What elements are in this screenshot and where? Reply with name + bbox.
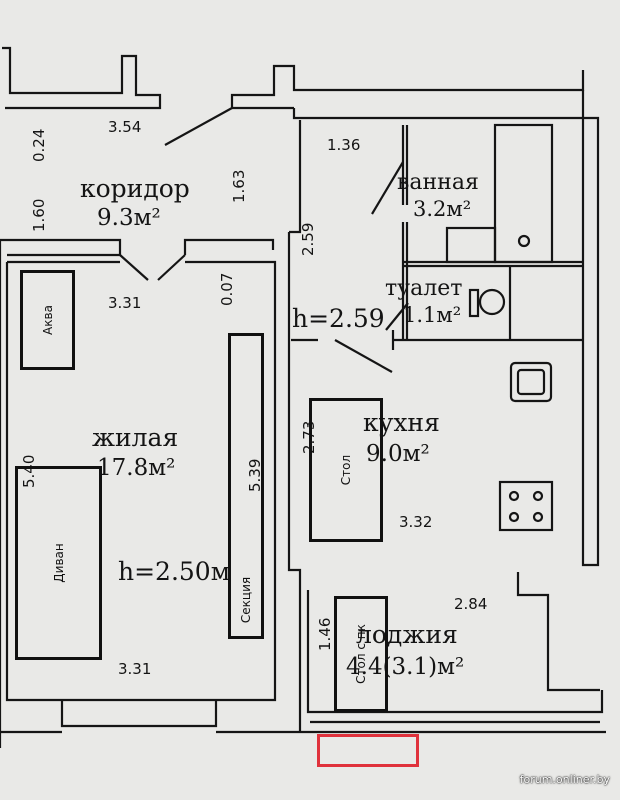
- dimension-2-59: 2.59: [299, 222, 317, 256]
- room-area-corridor: 9.3м²: [97, 205, 161, 231]
- dimension-3-31-bottom: 3.31: [118, 660, 152, 678]
- dimension-1-60: 1.60: [30, 198, 48, 232]
- room-name-living: жилая: [92, 423, 179, 452]
- room-area-living: 17.8м²: [97, 455, 176, 481]
- furniture-table-label: Стол: [339, 454, 353, 486]
- dimension-3-54: 3.54: [108, 118, 142, 136]
- watermark: forum.onliner.by: [519, 773, 610, 786]
- highlight-box: [317, 734, 419, 767]
- dimension-1-36: 1.36: [327, 136, 361, 154]
- dimension-3-32: 3.32: [399, 513, 433, 531]
- ceiling-height-living: h=2.50м: [118, 557, 231, 586]
- furniture-sofa: Диван: [15, 466, 102, 660]
- room-name-corridor: коридор: [80, 174, 190, 203]
- dimension-1-63: 1.63: [230, 169, 248, 203]
- furniture-table-pc: Стол с пк: [334, 596, 388, 712]
- furniture-aqua: Аква: [20, 270, 75, 370]
- dimension-1-46: 1.46: [316, 617, 334, 651]
- dimension-0-24: 0.24: [30, 128, 48, 162]
- furniture-table-pc-label: Стол с пк: [354, 624, 368, 684]
- ceiling-height-hall: h=2.59: [292, 304, 385, 333]
- furniture-aqua-label: Аква: [40, 305, 55, 335]
- room-name-loggia: лоджия: [356, 620, 458, 649]
- room-area-toilet: 1.1м²: [403, 303, 462, 327]
- room-area-bath: 3.2м²: [413, 197, 472, 221]
- room-area-loggia: 4.4(3.1)м²: [346, 654, 465, 680]
- furniture-table: Стол: [309, 398, 383, 542]
- dimension-0-07: 0.07: [218, 272, 236, 306]
- dimension-3-31-top: 3.31: [108, 294, 142, 312]
- room-name-toilet: туалет: [385, 276, 463, 301]
- room-name-bath: ванная: [397, 170, 479, 195]
- dimension-2-84: 2.84: [454, 595, 488, 613]
- furniture-section-label: Секция: [239, 576, 253, 624]
- furniture-sofa-label: Диван: [51, 543, 66, 583]
- room-name-kitchen: кухня: [363, 408, 440, 437]
- furniture-section: Секция: [228, 333, 264, 639]
